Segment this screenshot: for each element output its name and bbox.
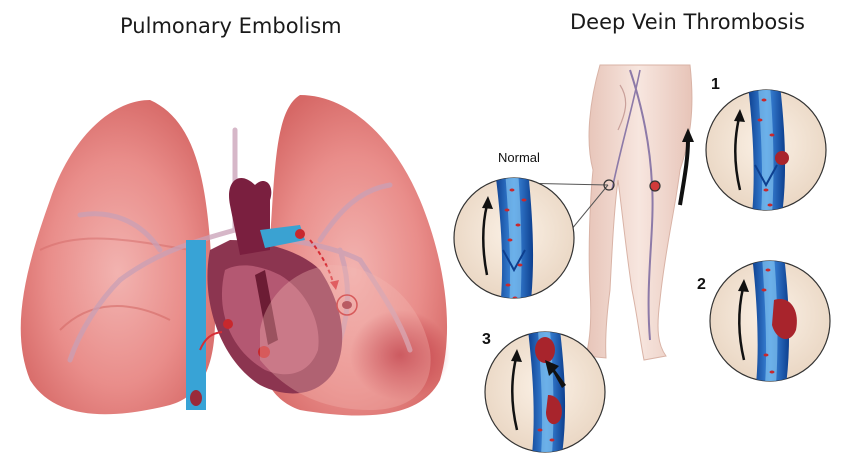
label-stage-3: 3 <box>482 331 491 348</box>
embolus-path <box>199 229 358 351</box>
vein-normal-circle <box>453 177 575 299</box>
label-normal: Normal <box>498 150 540 165</box>
flow-arrow-icon <box>678 139 690 206</box>
title-deep-vein-thrombosis: Deep Vein Thrombosis <box>570 10 805 34</box>
bronchial-tree <box>67 127 413 363</box>
clot-move-arrow-icon <box>545 360 566 388</box>
vein-stage-1-circle <box>705 89 827 211</box>
heart <box>207 177 343 394</box>
vein-stage-3-circle <box>484 331 606 453</box>
label-stage-1: 1 <box>711 76 720 93</box>
title-pulmonary-embolism: Pulmonary Embolism <box>120 14 342 38</box>
vein-stage-2-circle <box>709 260 831 382</box>
right-lung <box>20 100 216 415</box>
vena-cava <box>186 240 206 410</box>
label-stage-2: 2 <box>697 276 706 293</box>
legs <box>514 64 693 361</box>
